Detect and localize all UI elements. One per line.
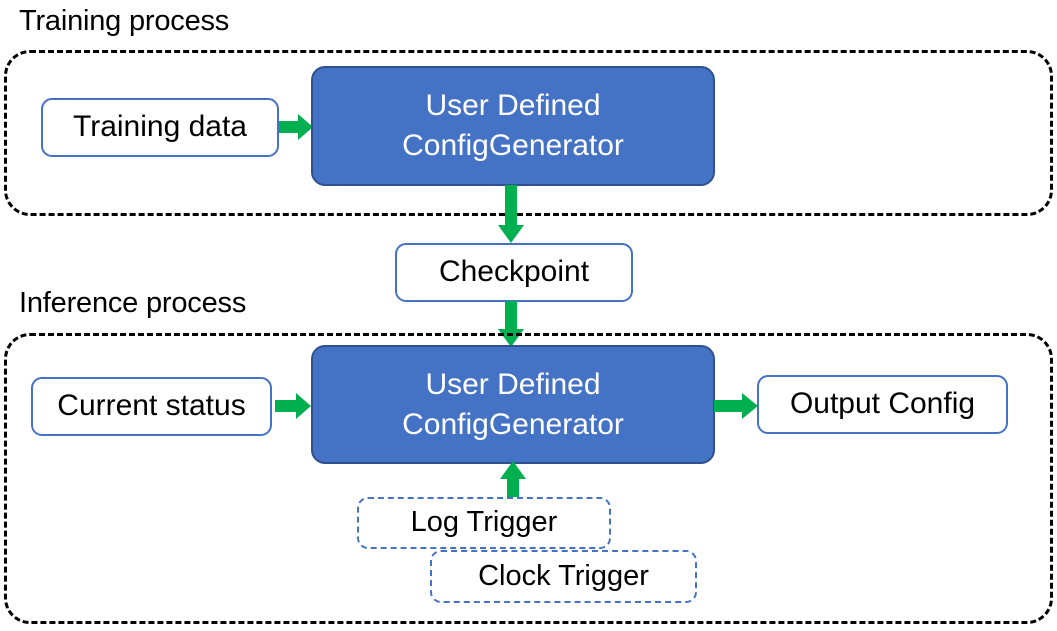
log-trigger-box[interactable]: Log Trigger (357, 497, 611, 549)
training-process-group (4, 50, 1053, 216)
current-status-box[interactable]: Current status (31, 377, 272, 436)
inference-config-generator-box[interactable]: User Defined ConfigGenerator (311, 345, 715, 464)
arrow-training-data-to-generator (279, 112, 315, 142)
training-config-generator-box[interactable]: User Defined ConfigGenerator (311, 66, 715, 186)
arrow-generator-to-checkpoint (498, 185, 530, 245)
output-config-box[interactable]: Output Config (757, 375, 1008, 434)
training-process-label: Training process (19, 5, 230, 37)
inference-process-label: Inference process (19, 287, 247, 319)
training-data-box[interactable]: Training data (41, 98, 279, 157)
arrow-current-status-to-generator (275, 391, 313, 421)
inference-process-group (4, 333, 1053, 624)
checkpoint-box[interactable]: Checkpoint (395, 243, 633, 302)
clock-trigger-box[interactable]: Clock Trigger (430, 550, 697, 603)
arrow-generator-to-output-config (714, 391, 760, 421)
arrow-trigger-to-generator (500, 461, 532, 503)
